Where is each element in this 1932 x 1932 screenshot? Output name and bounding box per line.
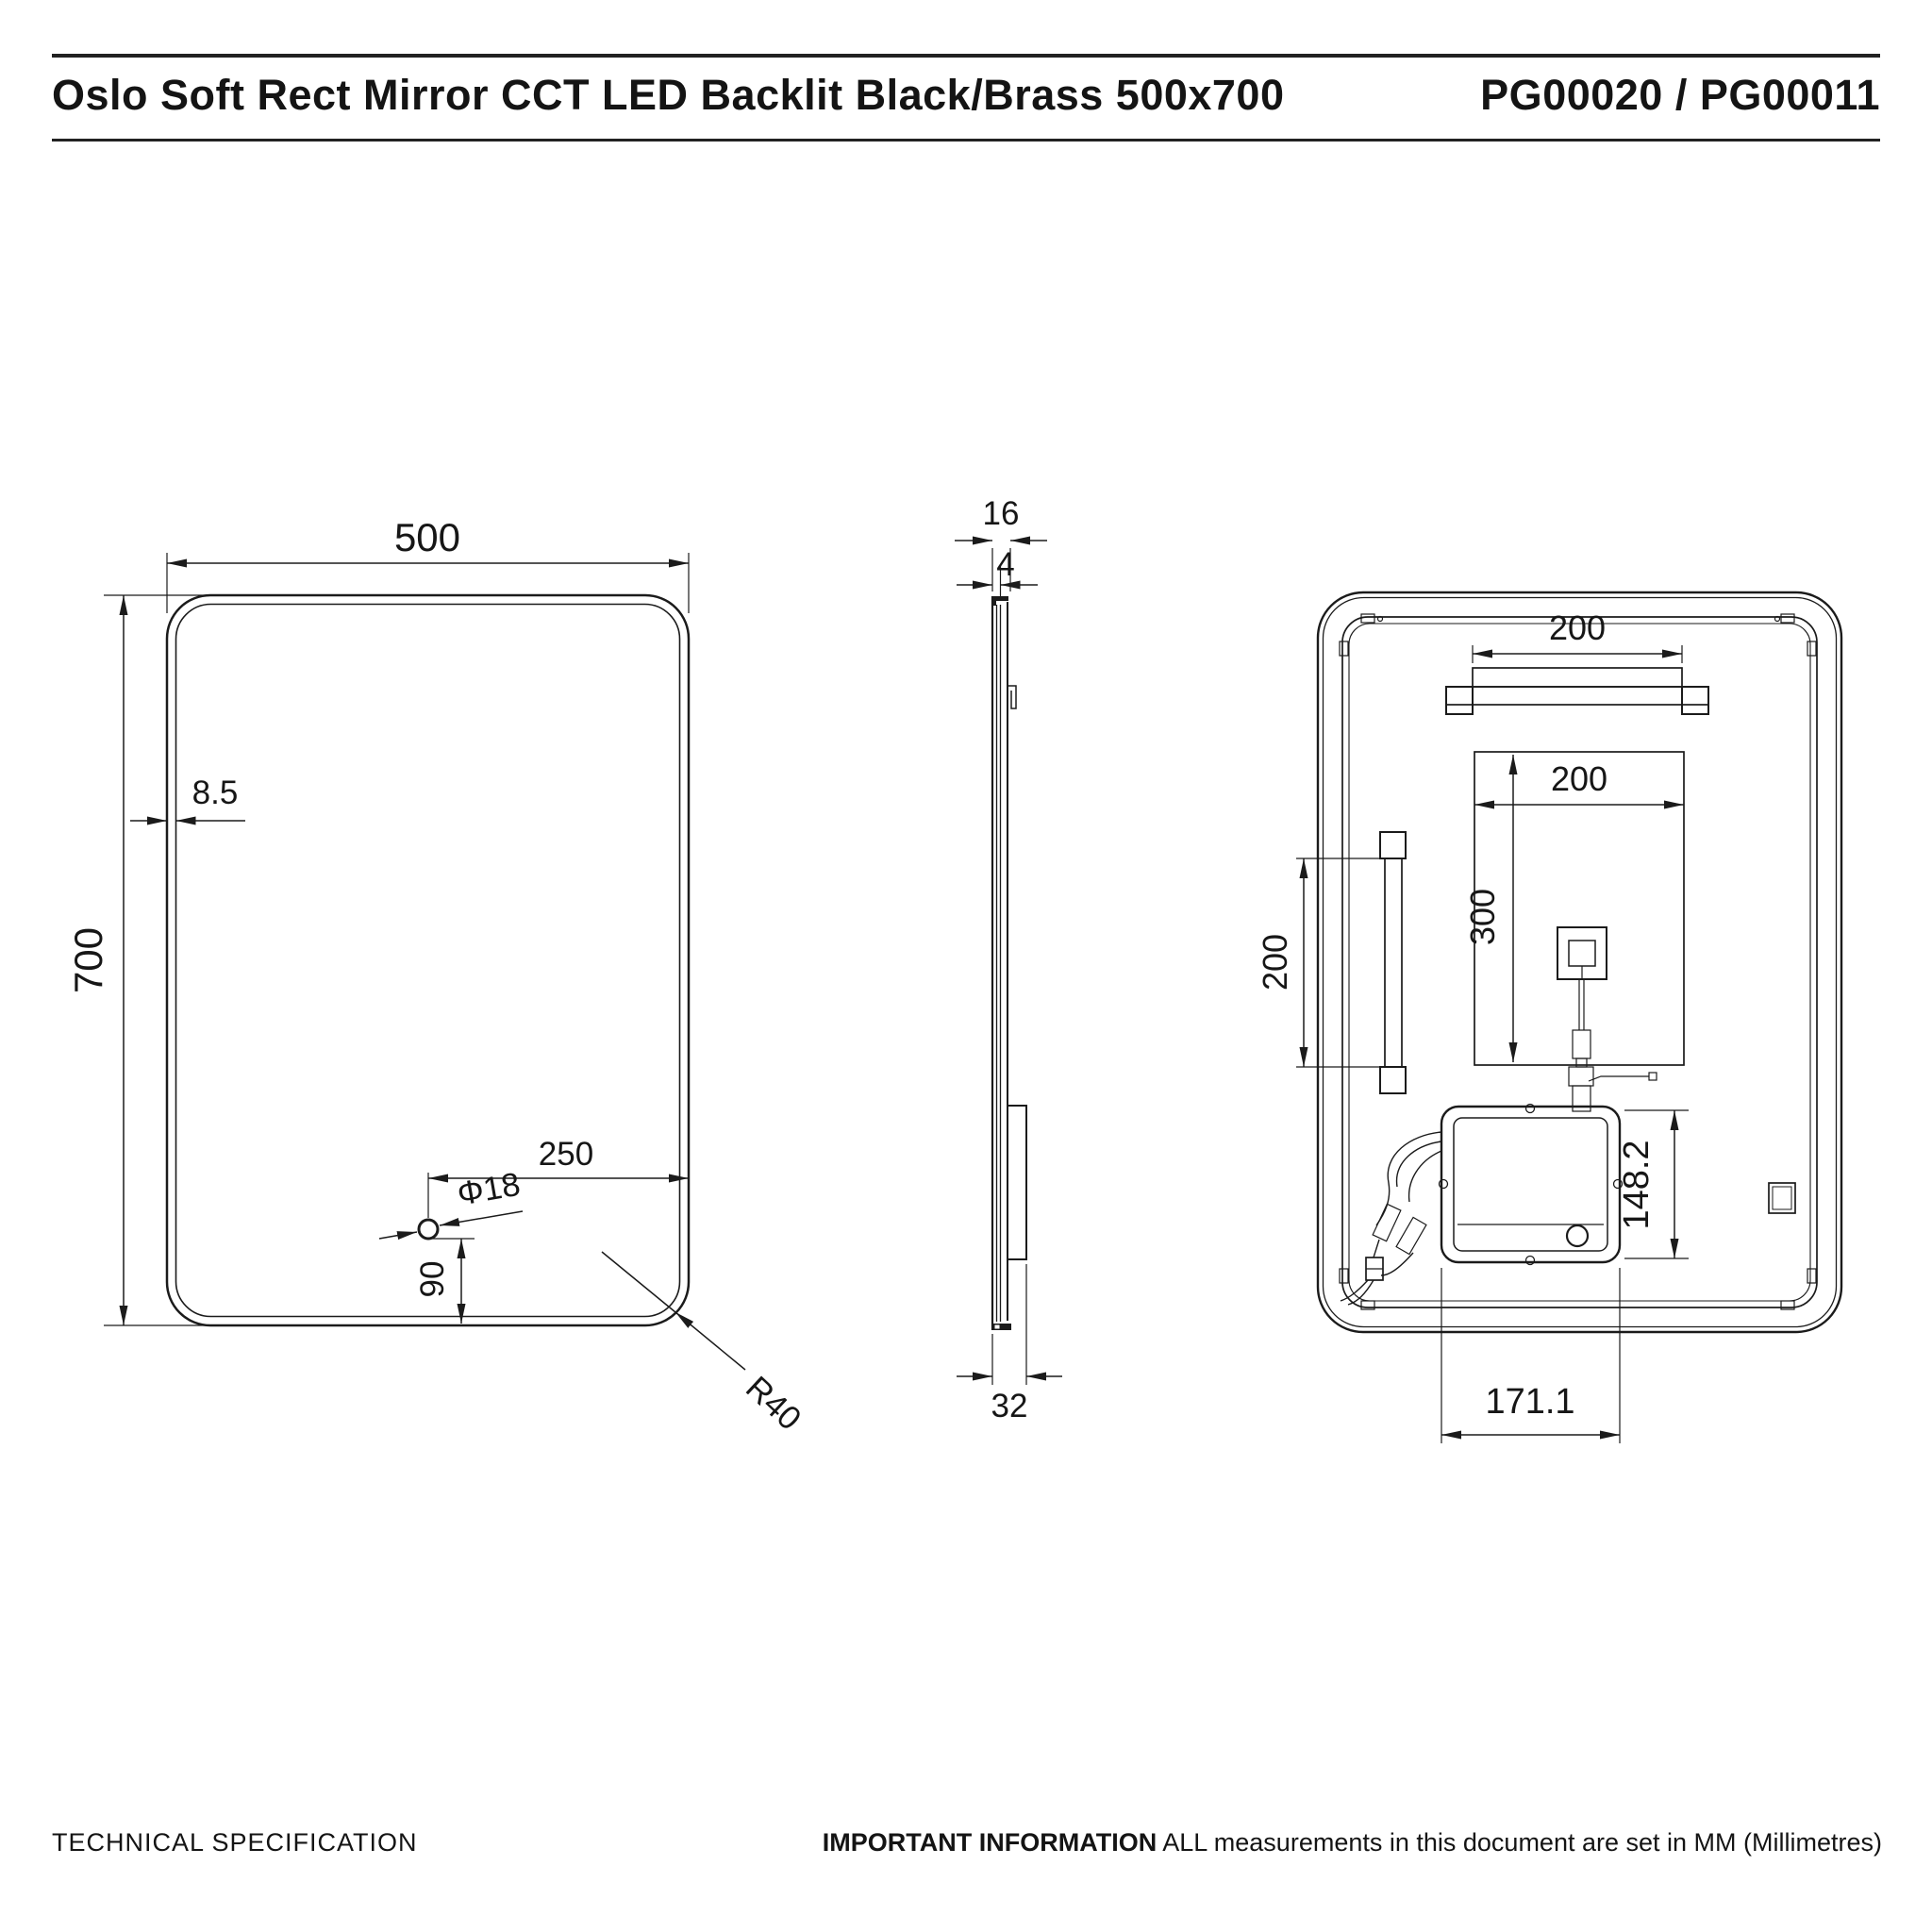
dim-driver-box-width: 171.1 <box>1485 1382 1574 1422</box>
dim-total-depth: 32 <box>991 1388 1028 1424</box>
product-codes: PG00020 / PG00011 <box>1480 71 1880 119</box>
footer-important-label: IMPORTANT INFORMATION <box>822 1828 1158 1857</box>
side-hanging-bracket <box>1379 831 1407 1094</box>
mirror-back-outline <box>1316 591 1843 1334</box>
footer-left-label: TECHNICAL SPECIFICATION <box>52 1828 418 1857</box>
driver-box-profile <box>1007 1105 1027 1260</box>
touch-sensor-back <box>1768 1182 1796 1214</box>
supply-cables <box>1340 1131 1442 1306</box>
dim-front-width: 500 <box>394 515 460 559</box>
dim-sensor-from-bottom: 90 <box>414 1261 451 1298</box>
frame-bottom-cap <box>991 1324 1011 1330</box>
dim-depth: 16 <box>983 495 1020 532</box>
driver-box-hole <box>1565 1224 1590 1248</box>
footer-right-note: IMPORTANT INFORMATION ALL measurements i… <box>823 1828 1882 1857</box>
dim-side-bracket-height: 200 <box>1256 934 1294 991</box>
header-rule-bottom <box>52 139 1880 142</box>
dim-sensor-from-right: 250 <box>539 1136 593 1173</box>
side-view: 16 4 32 <box>955 495 1062 1424</box>
wall-socket-symbol <box>1557 926 1607 980</box>
back-view: 200 200 200 300 <box>1256 591 1843 1443</box>
dim-corner-radius: R40 <box>739 1369 808 1437</box>
led-channel-outer <box>1341 616 1818 1308</box>
driver-box <box>1438 1103 1624 1266</box>
led-channel-inner <box>1348 623 1811 1302</box>
dim-driver-box-height: 148.2 <box>1617 1140 1657 1229</box>
dim-cutout-width: 200 <box>1551 759 1607 798</box>
frame-top-cap <box>991 596 1008 601</box>
hanging-clip-profile <box>1008 685 1017 709</box>
mirror-outline <box>165 593 691 1327</box>
page-title: Oslo Soft Rect Mirror CCT LED Backlit Bl… <box>52 71 1285 119</box>
cable-cutout-zone <box>1474 751 1685 1066</box>
dim-frame-offset: 8.5 <box>192 774 239 811</box>
front-view: 500 700 8.5 250 Φ18 90 R40 <box>66 515 808 1438</box>
footer-important-text: ALL measurements in this document are se… <box>1157 1828 1882 1857</box>
dim-cutout-height: 300 <box>1463 889 1502 945</box>
dim-front-height: 700 <box>66 927 110 993</box>
power-cable-connectors <box>1568 979 1657 1112</box>
top-hanging-bracket <box>1445 667 1709 715</box>
dim-sensor-diameter: Φ18 <box>455 1166 524 1213</box>
mirror-inner-frame-line <box>175 603 681 1318</box>
dim-glass-thickness: 4 <box>996 546 1014 583</box>
header-rule-top <box>52 54 1880 58</box>
frame-clips <box>1339 613 1817 1310</box>
touch-sensor-hole <box>417 1218 440 1241</box>
dim-top-bracket-width: 200 <box>1549 608 1606 647</box>
driver-box-screws <box>1438 1103 1624 1266</box>
